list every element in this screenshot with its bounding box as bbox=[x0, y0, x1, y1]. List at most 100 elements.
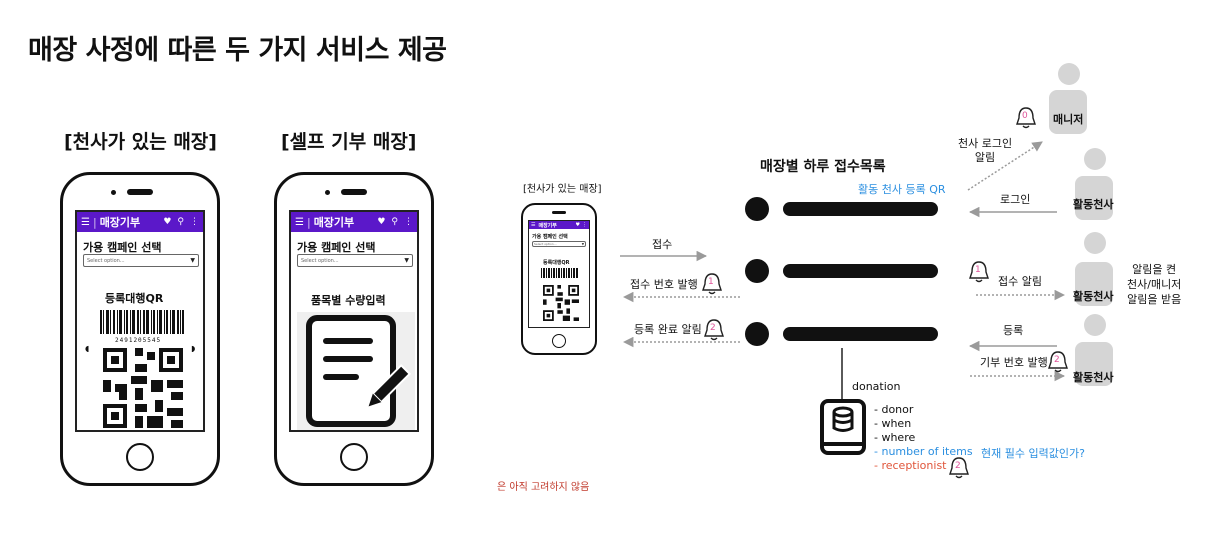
field-receptionist: - receptionist bbox=[874, 459, 947, 472]
bell-number: 2 bbox=[710, 323, 716, 333]
barcode-icon bbox=[100, 310, 184, 334]
campaign-select[interactable]: Select option... ▼ bbox=[83, 254, 199, 267]
daily-list-header: 매장별 하루 접수목록 bbox=[760, 159, 886, 175]
heart-icon[interactable]: ♥ bbox=[575, 222, 580, 228]
bell-icon: 1 bbox=[968, 260, 990, 288]
bell-number: 2 bbox=[1054, 355, 1060, 365]
bell-number: 1 bbox=[975, 265, 981, 275]
campaign-label: 가용 캠페인 선택 bbox=[297, 241, 376, 254]
bell-icon: 2 bbox=[948, 456, 970, 484]
bell-number: 2 bbox=[955, 461, 961, 471]
right-phone-caption: [셀프 기부 매장] bbox=[281, 131, 417, 153]
bell-icon: 2 bbox=[1047, 350, 1069, 378]
right-phone-screen: ☰ | 매장기부 ♥ ⚲ ⋮ 가용 캠페인 선택 Select option..… bbox=[289, 210, 419, 432]
document-edit-area[interactable] bbox=[297, 312, 415, 430]
angel3-label: 활동천사 bbox=[1073, 371, 1114, 384]
arrow-angel-login-alert bbox=[967, 141, 1043, 191]
more-icon[interactable]: ⋮ bbox=[404, 217, 413, 227]
label-done: 등록 완료 알림 bbox=[634, 323, 702, 336]
home-button[interactable] bbox=[552, 334, 566, 348]
home-button[interactable] bbox=[340, 443, 368, 471]
angel2-avatar-body bbox=[1075, 262, 1113, 306]
bell-number: 0 bbox=[1022, 111, 1028, 121]
angel3-avatar-head bbox=[1084, 314, 1106, 336]
left-phone-screen: ☰ | 매장기부 ♥ ⚲ ⋮ 가용 캠페인 선택 Select option..… bbox=[75, 210, 205, 432]
field-donor: - donor bbox=[874, 403, 914, 416]
right-phone: ☰ | 매장기부 ♥ ⚲ ⋮ 가용 캠페인 선택 Select option..… bbox=[274, 172, 434, 486]
list-item-marker bbox=[745, 322, 769, 346]
bell-icon: 0 bbox=[1015, 106, 1037, 134]
phone-speaker bbox=[552, 211, 566, 214]
app-bar-divider: | bbox=[306, 215, 311, 229]
footnote: 은 아직 고려하지 않음 bbox=[497, 482, 590, 493]
chevron-down-icon: ▼ bbox=[404, 257, 409, 264]
angel1-avatar-body bbox=[1075, 176, 1113, 220]
angel2-label: 활동천사 bbox=[1073, 290, 1114, 303]
field-when: - when bbox=[874, 417, 912, 430]
field-items-note: 현재 필수 입력값인가? bbox=[981, 447, 1085, 460]
label-register: 등록 bbox=[1003, 324, 1024, 337]
label-issue: 접수 번호 발행 bbox=[630, 278, 698, 291]
barcode-icon bbox=[541, 268, 578, 278]
search-icon[interactable]: ⚲ bbox=[177, 217, 184, 227]
campaign-label: 가용 캠페인 선택 bbox=[83, 241, 162, 254]
menu-icon[interactable]: ☰ bbox=[81, 216, 90, 228]
angel3-avatar-body bbox=[1075, 342, 1113, 386]
alert-recipients-note: 알림을 켠 천사/매니저 알림을 받음 bbox=[1127, 263, 1182, 306]
menu-icon[interactable]: ☰ bbox=[531, 222, 536, 228]
heart-icon[interactable]: ♥ bbox=[377, 217, 386, 227]
list-item-bar[interactable] bbox=[783, 327, 938, 341]
chevron-right-icon[interactable]: ◗ bbox=[191, 344, 196, 353]
search-icon[interactable]: ⚲ bbox=[391, 217, 398, 227]
menu-icon[interactable]: ☰ bbox=[295, 216, 304, 228]
phone-camera bbox=[325, 190, 330, 195]
chevron-left-icon[interactable]: ◖ bbox=[85, 344, 90, 353]
label-receive: 접수 bbox=[652, 238, 673, 251]
mini-phone-caption: [천사가 있는 매장] bbox=[523, 184, 602, 195]
bell-icon: 2 bbox=[703, 318, 725, 346]
label-login: 로그인 bbox=[1000, 193, 1031, 206]
app-bar: ☰ | 매장기부 ♥ ⚲ ⋮ bbox=[291, 212, 417, 232]
list-item-bar[interactable] bbox=[783, 202, 938, 216]
campaign-select[interactable]: Select option... ▼ bbox=[532, 241, 586, 247]
app-bar: ☰ | 매장기부 ♥ ⚲ ⋮ bbox=[77, 212, 203, 232]
field-number-of-items: - number of items bbox=[874, 445, 973, 458]
angel-register-qr-note: 활동 천사 등록 QR bbox=[858, 183, 946, 196]
campaign-select[interactable]: Select option... ▼ bbox=[297, 254, 413, 267]
home-button[interactable] bbox=[126, 443, 154, 471]
bell-icon: 1 bbox=[701, 272, 723, 300]
select-placeholder: Select option... bbox=[534, 242, 557, 246]
qr-label: 등록대행QR bbox=[543, 260, 570, 266]
app-title: 매장기부 bbox=[99, 216, 141, 229]
more-icon[interactable]: ⋮ bbox=[582, 222, 587, 228]
phone-camera bbox=[111, 190, 116, 195]
qr-label: 등록대행QR bbox=[105, 292, 164, 305]
campaign-label: 가용 캠페인 선택 bbox=[532, 234, 568, 240]
app-title: 매장기부 bbox=[313, 216, 355, 229]
qr-code-icon bbox=[543, 285, 579, 321]
left-phone-caption: [천사가 있는 매장] bbox=[64, 131, 217, 153]
label-donation-no: 기부 번호 발행 bbox=[980, 356, 1048, 369]
phone-speaker bbox=[341, 189, 367, 195]
angel1-label: 활동천사 bbox=[1073, 198, 1114, 211]
angel1-avatar-head bbox=[1084, 148, 1106, 170]
app-bar-icons: ♥ ⚲ ⋮ bbox=[377, 217, 413, 227]
chevron-down-icon: ▼ bbox=[190, 257, 195, 264]
angel2-avatar-head bbox=[1084, 232, 1106, 254]
manager-label: 매니저 bbox=[1053, 113, 1084, 126]
label-receipt-alert: 접수 알림 bbox=[998, 275, 1042, 288]
more-icon[interactable]: ⋮ bbox=[190, 217, 199, 227]
mini-phone-screen: ☰ 매장기부 ♥ ⋮ 가용 캠페인 선택 Select option... ▼ … bbox=[528, 220, 590, 328]
quantity-input-label: 품목별 수량입력 bbox=[311, 294, 386, 307]
page-title: 매장 사정에 따른 두 가지 서비스 제공 bbox=[28, 35, 447, 66]
database-book-icon bbox=[819, 398, 867, 460]
bell-number: 1 bbox=[708, 277, 714, 287]
app-bar-divider: | bbox=[92, 215, 97, 229]
heart-icon[interactable]: ♥ bbox=[163, 217, 172, 227]
list-item-bar[interactable] bbox=[783, 264, 938, 278]
app-bar-icons: ♥ ⋮ bbox=[576, 222, 587, 228]
field-where: - where bbox=[874, 431, 916, 444]
app-bar-icons: ♥ ⚲ ⋮ bbox=[163, 217, 199, 227]
left-phone: ☰ | 매장기부 ♥ ⚲ ⋮ 가용 캠페인 선택 Select option..… bbox=[60, 172, 220, 486]
